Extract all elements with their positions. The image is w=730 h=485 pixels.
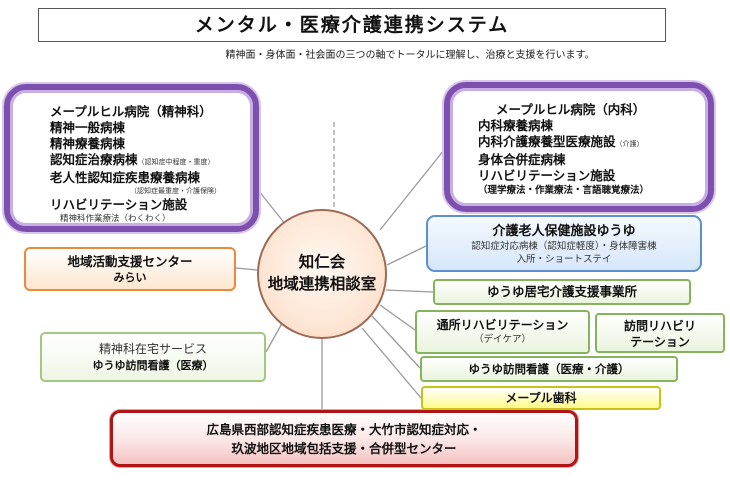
ward-comorbidity: 身体合併症病棟	[478, 152, 566, 167]
regional-dementia-center-line2: 玖波地区地域包括支援・合併型センター	[231, 441, 457, 456]
visiting-rehab-box: 訪問リハビリ テーション	[595, 313, 725, 353]
ward-internal-rehab: リハビリテーション施設	[478, 168, 616, 183]
ward-internal-rehab-note: （理学療法・作業療法・言語聴覚療法）	[478, 185, 650, 196]
day-rehab-title: 通所リハビリテーション	[436, 318, 569, 332]
hospital-psychiatry-box: メープルヒル病院（精神科） 精神一般病棟 精神療養病棟 認知症治療病棟（認知症中…	[4, 84, 259, 232]
visiting-rehab-line1: 訪問リハビリ	[623, 319, 696, 333]
ward-senile-dementia: 老人性認知症疾患療養病棟	[50, 170, 201, 185]
ward-rehab: リハビリテーション施設	[50, 197, 188, 212]
ward-internal-nursing: 内科介護療養型医療施設	[478, 134, 616, 149]
connector-tsusho	[379, 304, 416, 331]
geriatric-facility-box: 介護老人保健施設ゆうゆ 認知症対応病棟（認知症軽度）・身体障害棟 入所・ショート…	[426, 215, 702, 272]
dental-clinic-box: メープル歯科	[421, 386, 661, 410]
geriatric-facility-line1: 認知症対応病棟（認知症軽度）・身体障害棟	[471, 241, 657, 252]
psych-home-service-title: 精神科在宅サービス	[98, 342, 207, 356]
ward-senile-dementia-note: （認知症最重度・介護保険）	[130, 187, 221, 195]
psych-home-service-name: ゆうゆ訪問看護（医療）	[92, 359, 214, 372]
visiting-nursing-box: ゆうゆ訪問看護（医療・介護）	[420, 356, 678, 382]
page-subtitle: 精神面・身体面・社会面の三つの軸でトータルに理解し、治療と支援を行います。	[225, 50, 595, 61]
geriatric-facility-title: 介護老人保健施設ゆうゆ	[492, 224, 636, 239]
community-support-center-box: 地域活動支援センター みらい	[24, 247, 236, 291]
connector-chiiki	[235, 267, 258, 271]
hospital-psychiatry-title: メープルヒル病院（精神科）	[50, 104, 212, 119]
ward-internal-nursing-note: （介護）	[615, 140, 644, 148]
psych-home-service-box: 精神科在宅サービス ゆうゆ訪問看護（医療）	[40, 332, 266, 382]
hospital-internal-box: メープルヒル病院（内科） 内科療養病棟 内科介護療養型医療施設（介護） 身体合併…	[444, 82, 714, 212]
ward-dementia-treatment: 認知症治療病棟	[50, 152, 138, 167]
center-consultation-circle: 知仁会 地域連携相談室	[257, 209, 387, 339]
day-rehab-box: 通所リハビリテーション （デイケア）	[415, 310, 590, 354]
ward-internal-care: 内科療養病棟	[478, 118, 554, 133]
geriatric-facility-line2: 入所・ショートステイ	[516, 254, 612, 265]
hospital-internal-title: メープルヒル病院（内科）	[496, 102, 646, 117]
ward-dementia-treatment-note: （認知症中程度・重度）	[137, 158, 215, 166]
connector-kyotaku	[385, 289, 434, 293]
connector-homon-kango	[371, 315, 421, 369]
ward-rehab-note: 精神科作業療法（わくわく）	[60, 214, 171, 224]
community-support-center-title: 地域活動支援センター	[67, 254, 193, 269]
center-org-name: 知仁会	[298, 253, 346, 271]
center-office-name: 地域連携相談室	[267, 275, 377, 293]
connector-dental	[361, 327, 422, 399]
day-rehab-sub: （デイケア）	[473, 334, 531, 345]
page-title: メンタル・医療介護連携システム	[38, 8, 666, 42]
connector-right-hospital	[379, 149, 445, 231]
ward-psych-care: 精神療養病棟	[50, 136, 126, 151]
connector-kaigo	[386, 245, 427, 266]
visiting-rehab-line2: テーション	[630, 335, 690, 349]
community-support-center-name: みらい	[113, 271, 147, 284]
regional-dementia-center-line1: 広島県西部認知症疾患医療・大竹市認知症対応・	[206, 422, 482, 437]
regional-dementia-center-box: 広島県西部認知症疾患医療・大竹市認知症対応・ 玖波地区地域包括支援・合併型センタ…	[110, 410, 578, 467]
ward-psych-general: 精神一般病棟	[50, 120, 126, 135]
home-care-support-box: ゆうゆ居宅介護支援事業所	[433, 279, 691, 305]
